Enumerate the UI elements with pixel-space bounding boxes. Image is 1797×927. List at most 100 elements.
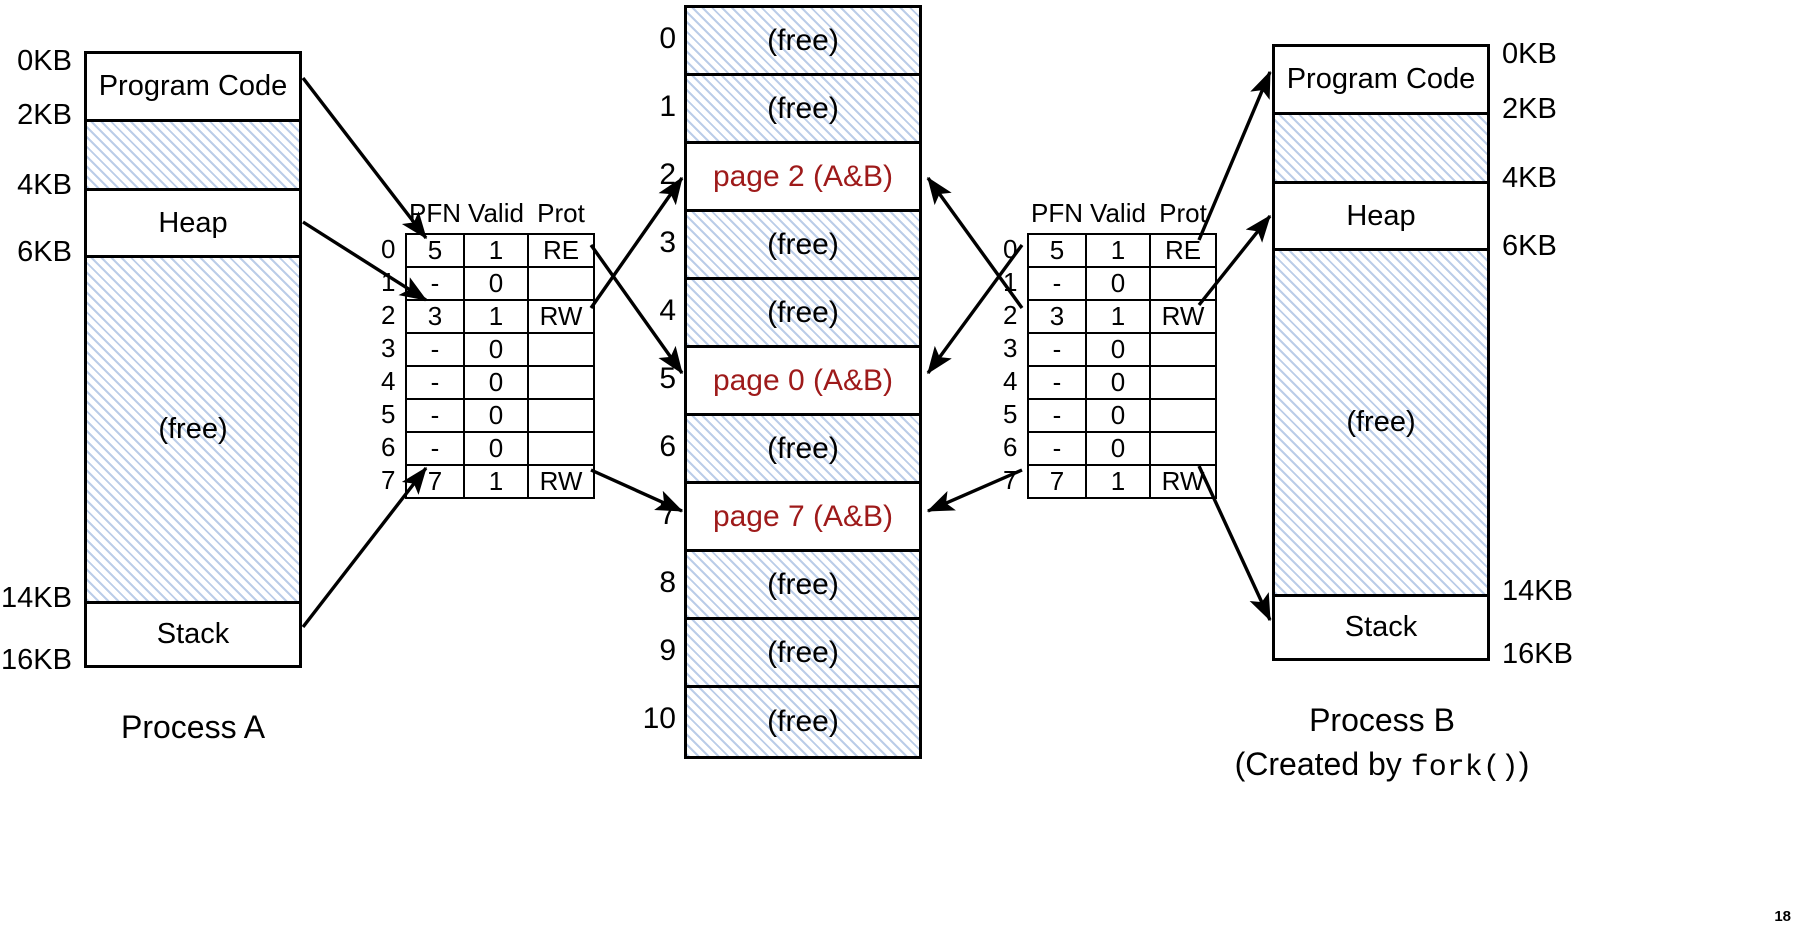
process-a-addr-16kb: 16KB (1, 644, 72, 676)
pt-a-cell-valid: 1 (463, 233, 529, 268)
pt-b-cell-pfn: 7 (1027, 464, 1087, 499)
pt-b-cell-valid: 0 (1085, 266, 1151, 301)
pt-b-cell-valid: 0 (1085, 431, 1151, 466)
caption-fork-code: fork() (1410, 751, 1519, 785)
physical-frame-index-9: 9 (659, 634, 676, 667)
pt-a-cell-pfn: - (405, 431, 465, 466)
process-b-addr-4kb: 4KB (1502, 162, 1557, 194)
segment-label: (free) (158, 413, 228, 445)
process-a-addr-14kb: 14KB (1, 582, 72, 614)
physical-frame-7: page 7 (A&B) (687, 484, 919, 552)
physical-frame-label: page 7 (A&B) (712, 499, 894, 533)
process-a-addr-2kb: 2KB (17, 99, 72, 131)
pt-a-cell-pfn: 5 (405, 233, 465, 268)
pt-a-header-valid: Valid (468, 198, 524, 228)
pt-a-cell-prot (527, 332, 595, 367)
physical-frame-index-8: 8 (659, 566, 676, 599)
pt-b-cell-prot (1149, 332, 1217, 367)
pt-a-cell-valid: 1 (463, 464, 529, 499)
pt-b-cell-prot (1149, 431, 1217, 466)
process-a-addr-6kb: 6KB (17, 236, 72, 268)
pt-a-cell-valid: 0 (463, 332, 529, 367)
pt-b-row: -0 (1027, 431, 1217, 466)
segment-label: Heap (1346, 199, 1416, 232)
pt-a-cell-valid: 0 (463, 266, 529, 301)
pt-a-index-2: 2 (381, 300, 396, 330)
pt-b-header-valid: Valid (1090, 198, 1146, 228)
physical-frame-index-1: 1 (659, 90, 676, 123)
process-a-segment-program-code: Program Code (87, 54, 299, 119)
process-a-caption: Process A (120, 709, 266, 745)
pt-a-index-1: 1 (381, 267, 396, 297)
segment-label: Program Code (1286, 63, 1476, 95)
pt-b-header-pfn: PFN (1031, 198, 1083, 228)
pt-a-cell-valid: 0 (463, 398, 529, 433)
pt-a-cell-pfn: - (405, 266, 465, 301)
physical-frame-9: (free) (687, 620, 919, 688)
pt-b-row: -0 (1027, 398, 1217, 433)
pt-b-cell-valid: 0 (1085, 365, 1151, 400)
physical-frame-label: (free) (767, 567, 839, 601)
pt-a-cell-prot: RW (527, 299, 595, 334)
pt-b-cell-prot (1149, 398, 1217, 433)
pt-a-cell-prot: RW (527, 464, 595, 499)
physical-frame-index-5: 5 (659, 362, 676, 395)
process-a-segment-gap (87, 122, 299, 188)
pt-b-cell-valid: 0 (1085, 332, 1151, 367)
physical-frame-label: (free) (767, 295, 839, 329)
physical-frame-6: (free) (687, 416, 919, 484)
pt-a-cell-valid: 0 (463, 431, 529, 466)
process-b-segment-heap: Heap (1275, 184, 1487, 248)
process-b-segment-gap (1275, 115, 1487, 181)
pt-b-row: -0 (1027, 266, 1217, 301)
physical-frame-index-0: 0 (659, 22, 676, 55)
slide-number: 18 (1774, 908, 1791, 925)
pt-a-index-7: 7 (381, 465, 396, 495)
physical-frame-label: (free) (767, 227, 839, 261)
physical-frame-label: (free) (767, 635, 839, 669)
pt-a-row: -0 (405, 365, 595, 400)
physical-frame-4: (free) (687, 280, 919, 348)
process-a-address-space: Program Code Heap (free) Stack (84, 51, 302, 668)
pt-a-header-prot: Prot (537, 198, 585, 228)
pt-a-cell-pfn: - (405, 365, 465, 400)
pt-b-cell-prot: RW (1149, 299, 1217, 334)
pt-b-index-3: 3 (1003, 333, 1018, 363)
process-a-addr-4kb: 4KB (17, 169, 72, 201)
physical-frame-index-10: 10 (642, 702, 676, 735)
physical-frame-index-3: 3 (659, 226, 676, 259)
caption-suffix: ) (1518, 746, 1530, 782)
pt-b-index-7: 7 (1003, 465, 1018, 495)
pt-b-cell-pfn: - (1027, 398, 1087, 433)
process-a-segment-heap: Heap (87, 191, 299, 255)
pt-a-index-3: 3 (381, 333, 396, 363)
pt-a-row: -0 (405, 332, 595, 367)
pt-b-header-prot: Prot (1159, 198, 1207, 228)
pt-a-header-pfn: PFN (409, 198, 461, 228)
pt-b-cell-valid: 0 (1085, 398, 1151, 433)
pt-b-cell-pfn: - (1027, 365, 1087, 400)
pt-a-cell-pfn: - (405, 398, 465, 433)
physical-frame-8: (free) (687, 552, 919, 620)
process-a-segment-free: (free) (87, 258, 299, 601)
pt-b-index-1: 1 (1003, 267, 1018, 297)
pt-a-cell-prot (527, 431, 595, 466)
physical-frame-label: (free) (767, 705, 839, 738)
pt-b-index-2: 2 (1003, 300, 1018, 330)
pt-a-index-6: 6 (381, 432, 396, 462)
physical-frame-index-6: 6 (659, 430, 676, 463)
pt-a-cell-pfn: 7 (405, 464, 465, 499)
physical-frame-3: (free) (687, 212, 919, 280)
process-b-addr-6kb: 6KB (1502, 230, 1557, 262)
physical-frame-1: (free) (687, 76, 919, 144)
process-a-segment-stack: Stack (87, 604, 299, 665)
pt-b-cell-prot: RE (1149, 233, 1217, 268)
caption-prefix: (Created by (1234, 746, 1411, 782)
pt-a-index-5: 5 (381, 399, 396, 429)
pt-a-row: -0 (405, 431, 595, 466)
